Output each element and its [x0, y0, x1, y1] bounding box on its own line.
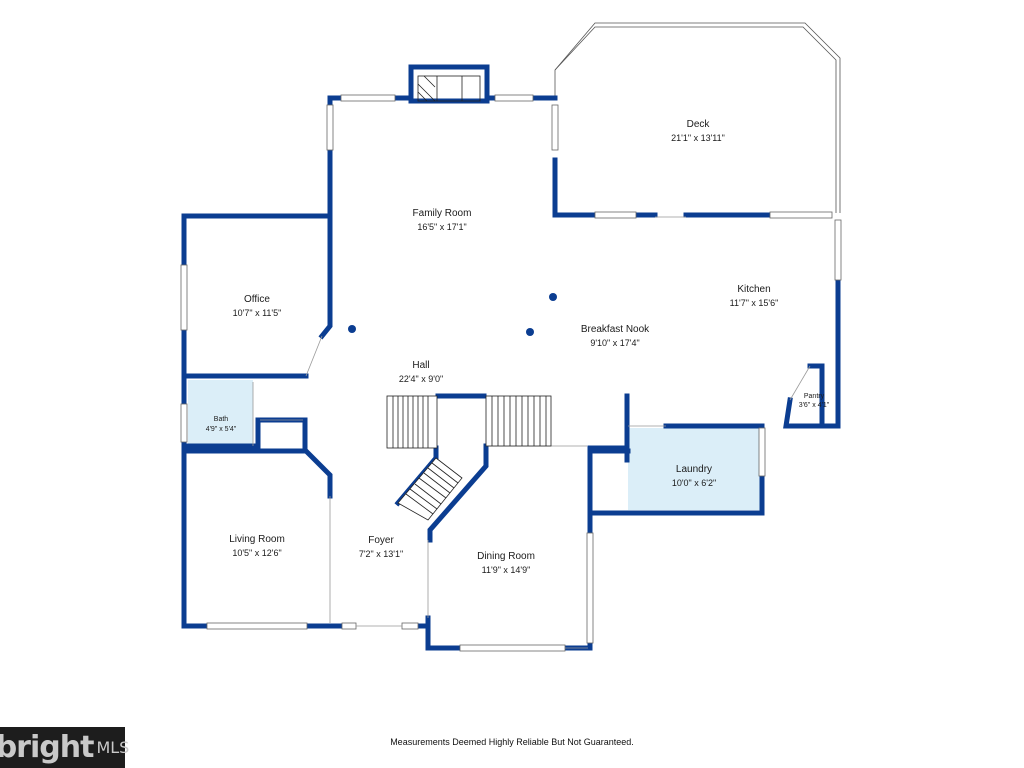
disclaimer-text: Measurements Deemed Highly Reliable But … — [390, 737, 634, 747]
hall-dims: 22'4" x 9'0" — [399, 374, 443, 384]
breakfast-nook-label: Breakfast Nook — [581, 324, 650, 335]
laundry-label: Laundry — [676, 464, 712, 475]
bath-fill — [188, 380, 253, 446]
hall-label: Hall — [412, 360, 429, 371]
kitchen-dims: 11'7" x 15'6" — [730, 298, 779, 308]
logo-suffix: MLS — [96, 738, 130, 757]
windows — [180, 94, 842, 652]
kitchen-label: Kitchen — [737, 284, 770, 295]
pantry-label: Pantry — [804, 393, 825, 400]
deck-dims: 21'1" x 13'11" — [671, 133, 725, 143]
bright-mls-logo: bright MLS — [0, 727, 129, 768]
laundry-fill — [628, 428, 762, 510]
room-labels: Deck 21'1" x 13'11" Family Room 16'5" x … — [206, 119, 830, 575]
bath-dims: 4'9" x 5'4" — [206, 426, 237, 433]
living-room-dims: 10'5" x 12'6" — [232, 548, 281, 558]
laundry-dims: 10'0" x 6'2" — [672, 478, 716, 488]
stairs — [386, 395, 552, 521]
dining-room-label: Dining Room — [477, 551, 535, 562]
deck-label: Deck — [687, 119, 711, 130]
breakfast-nook-dims: 9'10" x 17'4" — [590, 338, 639, 348]
living-room-label: Living Room — [229, 534, 285, 545]
foyer-label: Foyer — [368, 535, 394, 546]
dining-room-dims: 11'9" x 14'9" — [482, 565, 531, 575]
pantry-dims: 3'6" x 4'1" — [799, 402, 830, 409]
bath-label: Bath — [214, 416, 229, 423]
office-label: Office — [244, 294, 270, 305]
family-room-dims: 16'5" x 17'1" — [417, 222, 466, 232]
deck-outline — [554, 22, 841, 213]
foyer-dims: 7'2" x 13'1" — [359, 549, 403, 559]
office-dims: 10'7" x 11'5" — [233, 308, 282, 318]
fireplace — [408, 64, 490, 104]
column-markers — [348, 293, 557, 336]
family-room-label: Family Room — [413, 208, 472, 219]
logo-word: bright — [0, 730, 94, 765]
